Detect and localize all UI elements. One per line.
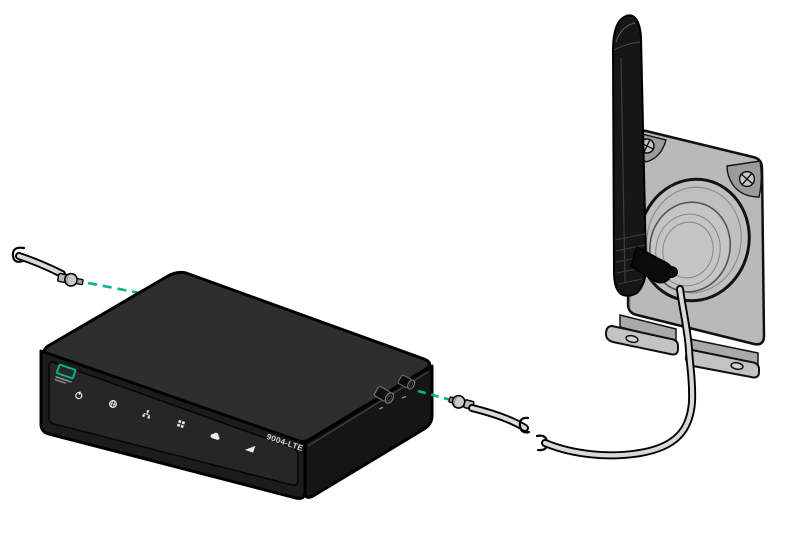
port-label-mark-lower (378, 406, 384, 410)
antenna-joint (630, 245, 673, 284)
lan-ports-icon (176, 419, 186, 429)
bracket-screw-right (738, 170, 756, 188)
logo-wordmark-line2 (54, 378, 67, 384)
alignment-dashes-right (417, 389, 452, 402)
front-panel (48, 361, 299, 486)
power-icon (75, 391, 83, 400)
antenna-port-upper (397, 374, 416, 390)
cable-core (469, 405, 528, 431)
foot-hole-left (625, 334, 639, 344)
cable-break-squiggle (11, 246, 26, 263)
cable-core (16, 253, 65, 277)
antenna-bracket-assembly (604, 14, 766, 379)
cloud-icon (210, 432, 220, 440)
port-label-mark-upper (401, 395, 407, 399)
puck-ring-2 (662, 221, 714, 279)
logo-rectangle (55, 363, 77, 380)
left-antenna-cable (11, 246, 84, 287)
hpe-logo (54, 363, 77, 384)
gateway-device: 9004-LTE (39, 270, 434, 500)
signal-strength-icon (244, 445, 256, 453)
sma-connector-left (57, 272, 84, 287)
branch-network-icon (142, 409, 151, 419)
antenna-rod (611, 14, 648, 297)
alignment-dashes-left (87, 281, 141, 295)
antenna-joint-nub (664, 266, 678, 278)
cable-break-squiggle-a (518, 416, 531, 434)
cable-core (542, 286, 695, 458)
antenna-coax-cable (541, 285, 697, 460)
mounting-foot-left (604, 324, 679, 356)
foot-hole-right (730, 361, 744, 371)
antenna-port-lower (373, 385, 395, 404)
logo-wordmark-line1 (55, 375, 72, 383)
device-right-face (303, 364, 434, 499)
right-antenna-cable-segment (448, 394, 549, 452)
globe-icon (109, 400, 117, 408)
